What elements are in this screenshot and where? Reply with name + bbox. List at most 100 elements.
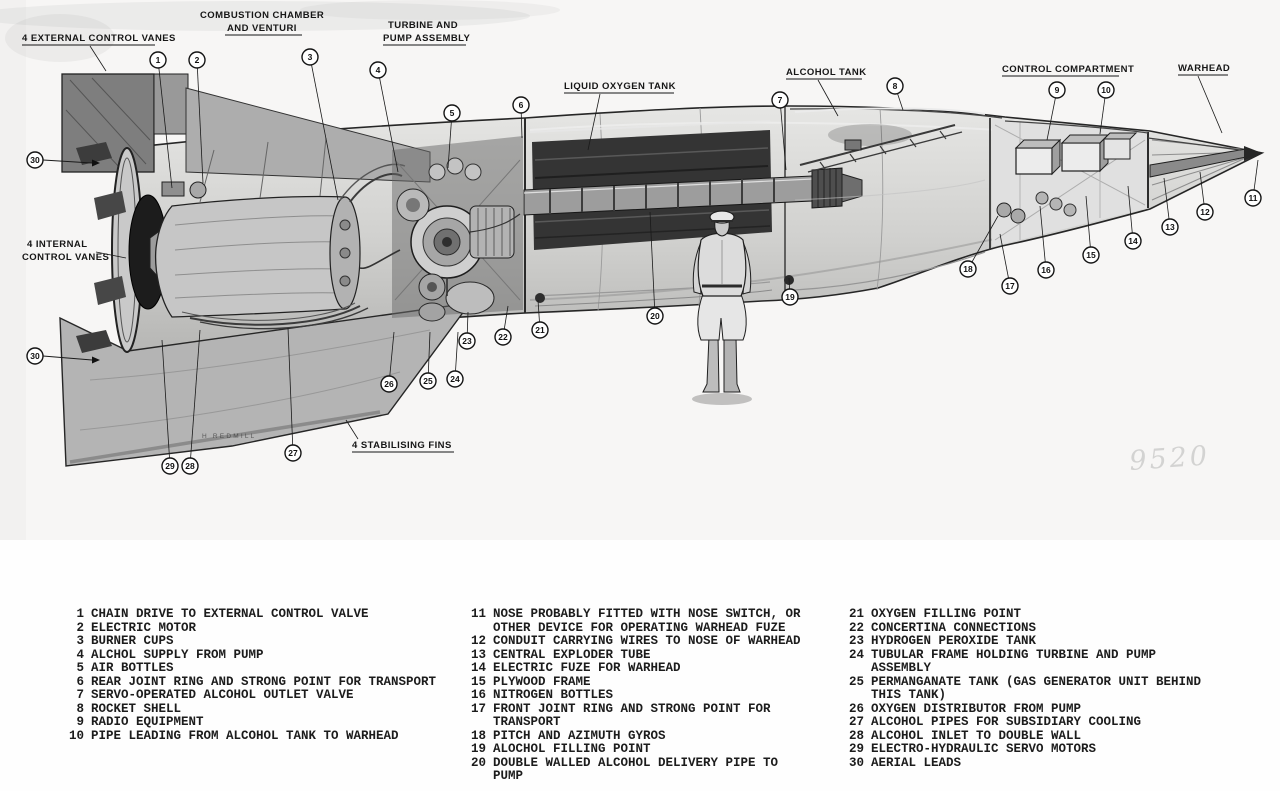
air-bottle (446, 157, 464, 175)
callout-16: 16 (1037, 205, 1055, 279)
hydrogen-peroxide-tank (445, 281, 495, 315)
radio-equipment-box (1103, 138, 1131, 160)
svg-text:14: 14 (1128, 236, 1138, 246)
label-stabilising-fins: 4 STABILISING FINS (352, 440, 452, 451)
legend-item: 4 ALCHOL SUPPLY FROM PUMP (58, 647, 458, 663)
wire-conduit (1004, 120, 1241, 151)
callout-19: 19 (781, 277, 799, 306)
svg-text:11: 11 (1249, 193, 1258, 203)
nitrogen-bottle (1049, 197, 1063, 211)
concertina-connection (811, 167, 843, 209)
photo-watermark: 9520 (1128, 440, 1211, 477)
legend-item-text: NITROGEN BOTTLES (493, 688, 614, 702)
legend-item-text: NOSE PROBABLY FITTED WITH NOSE SWITCH, O… (493, 607, 801, 635)
svg-text:8: 8 (893, 81, 898, 91)
svg-text:5: 5 (450, 108, 455, 118)
legend-item-text: DOUBLE WALLED ALCOHOL DELIVERY PIPE TO P… (493, 755, 779, 783)
gyro (996, 202, 1012, 218)
svg-text:19: 19 (785, 292, 795, 302)
legend-item-number: 14 (470, 661, 486, 675)
svg-text:1: 1 (156, 55, 161, 65)
legend-item-number: 5 (76, 661, 84, 675)
svg-text:20: 20 (650, 311, 660, 321)
part-labels: 4 EXTERNAL CONTROL VANES COMBUSTION CHAM… (22, 10, 1230, 477)
electric-motor (161, 181, 185, 197)
label-lox-tank: LIQUID OXYGEN TANK (564, 81, 676, 92)
label-alcohol-tank: ALCOHOL TANK (786, 67, 867, 78)
permanganate-tank (418, 302, 446, 322)
callout-12: 12 (1196, 171, 1214, 221)
svg-text:12: 12 (1200, 207, 1210, 217)
legend-item-text: CONDUIT CARRYING WIRES TO NOSE OF WARHEA… (493, 634, 801, 648)
label-external-vanes: 4 EXTERNAL CONTROL VANES (22, 33, 176, 44)
legend-item-number: 3 (76, 634, 84, 648)
radio-equipment-box (1061, 142, 1101, 172)
legend-item-number: 28 (848, 728, 864, 743)
turbine-pump-assembly (359, 136, 523, 322)
legend-item-number: 4 (76, 647, 84, 662)
legend-item-text: ALCHOL SUPPLY FROM PUMP (91, 647, 264, 662)
cooling-pipes (189, 305, 361, 326)
callout-9: 9 (1046, 81, 1066, 141)
legend-item: 14 ELECTRIC FUZE FOR WARHEAD (460, 661, 810, 676)
legend-item-number: 27 (848, 715, 864, 729)
control-compartment-section (992, 119, 1148, 247)
callout-10: 10 (1097, 81, 1115, 135)
burner-cup (339, 247, 351, 259)
legend-item-text: REAR JOINT RING AND STRONG POINT FOR TRA… (91, 674, 437, 689)
callout-26: 26 (380, 331, 398, 393)
technician-figure (692, 210, 752, 405)
svg-text:18: 18 (963, 264, 973, 274)
callout-28: 28 (181, 329, 201, 475)
legend-item-number: 29 (848, 742, 864, 756)
legend-item-text: ELECTRIC FUZE FOR WARHEAD (493, 661, 681, 675)
internal-control-vane (94, 191, 126, 220)
svg-text:23: 23 (462, 336, 472, 346)
callout-23: 23 (458, 311, 476, 350)
alcohol-tank-section (784, 107, 986, 291)
legend-item: 28 ALCOHOL INLET TO DOUBLE WALL (838, 728, 1218, 744)
legend-item-text: ALCOHOL INLET TO DOUBLE WALL (871, 728, 1082, 743)
label-internal-vanes-1: 4 INTERNAL (27, 239, 87, 250)
callout-27: 27 (284, 327, 302, 462)
legend-item-number: 21 (848, 607, 864, 621)
nose-tip (1244, 146, 1262, 161)
legend-item-text: PLYWOOD FRAME (493, 674, 591, 689)
legend-item-number: 24 (848, 647, 864, 662)
svg-text:3: 3 (308, 52, 313, 62)
legend-item-text: BURNER CUPS (91, 634, 174, 648)
callout-6: 6 (512, 96, 530, 139)
external-control-vane (76, 142, 112, 165)
callout-8: 8 (886, 77, 904, 111)
svg-text:4: 4 (376, 65, 381, 75)
callout-30-top: 30 (26, 151, 100, 169)
legend-item-number: 23 (848, 634, 864, 648)
callout-22: 22 (494, 305, 512, 346)
label-pump-assembly: PUMP ASSEMBLY (383, 33, 471, 44)
svg-text:25: 25 (423, 376, 433, 386)
legend-item-number: 25 (848, 674, 864, 689)
callouts: 1 2 3 4 5 6 7 8 9 10 11 12 13 14 15 16 1… (26, 48, 1262, 475)
svg-text:10: 10 (1101, 85, 1111, 95)
legend-item-number: 19 (470, 742, 486, 756)
legend-item-number: 16 (470, 688, 486, 702)
label-turbine: TURBINE AND (388, 20, 458, 31)
burner-cup (339, 275, 351, 287)
legend-item-text: ELECTRO-HYDRAULIC SERVO MOTORS (871, 742, 1097, 756)
